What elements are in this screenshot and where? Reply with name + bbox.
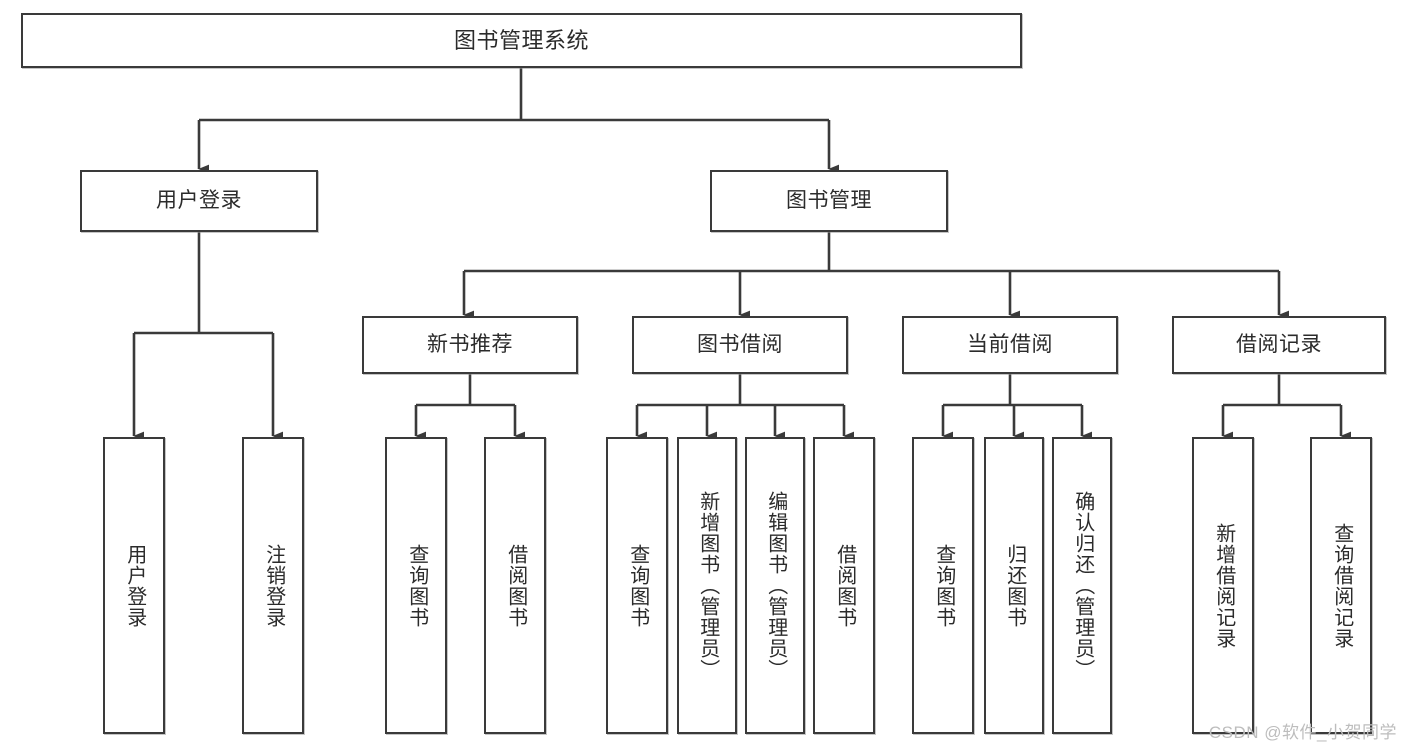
connector-group	[132, 68, 1352, 441]
node-label: 查询借阅记录	[1330, 522, 1353, 649]
node-label: 查询图书	[626, 543, 649, 628]
node-label: 借阅记录	[1236, 332, 1322, 356]
node-l3-借阅记录[interactable]: 借阅记录	[1172, 316, 1386, 374]
node-label: 借阅图书	[833, 543, 856, 628]
node-label: 归还图书	[1003, 543, 1026, 628]
node-leaf-查询图书[interactable]: 查询图书	[912, 437, 974, 734]
node-l3-新书推荐[interactable]: 新书推荐	[362, 316, 578, 374]
node-label: 编辑图书（管理员）	[764, 491, 787, 680]
node-leaf-注销登录[interactable]: 注销登录	[242, 437, 304, 734]
node-leaf-新增借阅记录[interactable]: 新增借阅记录	[1192, 437, 1254, 734]
node-leaf-新增图书-管理员[interactable]: 新增图书（管理员）	[677, 437, 737, 734]
node-label: 借阅图书	[504, 543, 527, 628]
node-label: 新书推荐	[427, 332, 513, 356]
node-label: 注销登录	[262, 543, 285, 628]
node-label: 用户登录	[156, 188, 242, 212]
node-label: 查询图书	[932, 543, 955, 628]
node-leaf-借阅图书[interactable]: 借阅图书	[813, 437, 875, 734]
node-label: 查询图书	[405, 543, 428, 628]
node-label: 新增图书（管理员）	[696, 491, 719, 680]
node-leaf-编辑图书-管理员[interactable]: 编辑图书（管理员）	[745, 437, 805, 734]
node-label: 图书管理系统	[453, 27, 589, 53]
node-l3-图书借阅[interactable]: 图书借阅	[632, 316, 848, 374]
node-l3-当前借阅[interactable]: 当前借阅	[902, 316, 1118, 374]
node-label: 新增借阅记录	[1212, 522, 1235, 649]
node-label: 图书管理	[786, 188, 872, 212]
node-l2-用户登录[interactable]: 用户登录	[80, 170, 318, 232]
node-leaf-用户登录[interactable]: 用户登录	[103, 437, 165, 734]
node-label: 当前借阅	[967, 332, 1053, 356]
node-root-图书管理系统[interactable]: 图书管理系统	[21, 13, 1022, 68]
node-label: 图书借阅	[697, 332, 783, 356]
node-leaf-查询图书[interactable]: 查询图书	[385, 437, 447, 734]
node-l2-图书管理[interactable]: 图书管理	[710, 170, 948, 232]
node-leaf-确认归还-管理员[interactable]: 确认归还（管理员）	[1052, 437, 1112, 734]
node-leaf-查询借阅记录[interactable]: 查询借阅记录	[1310, 437, 1372, 734]
node-leaf-借阅图书[interactable]: 借阅图书	[484, 437, 546, 734]
node-label: 用户登录	[123, 543, 146, 628]
node-leaf-查询图书[interactable]: 查询图书	[606, 437, 668, 734]
node-label: 确认归还（管理员）	[1071, 491, 1094, 680]
node-leaf-归还图书[interactable]: 归还图书	[984, 437, 1044, 734]
